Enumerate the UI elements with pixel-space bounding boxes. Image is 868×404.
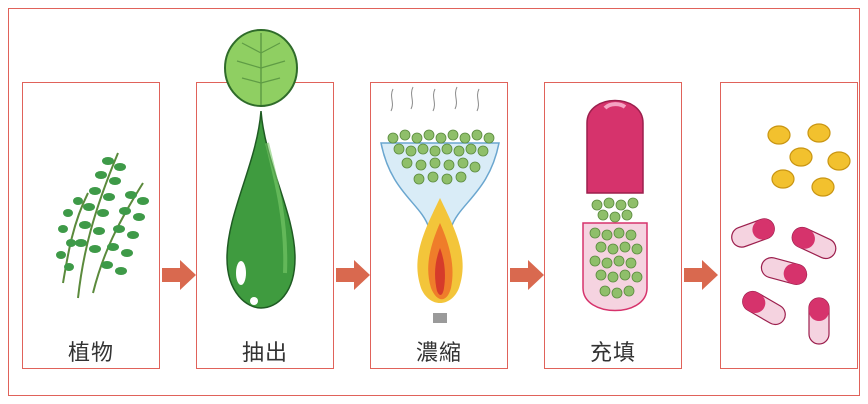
arrow-right-icon <box>510 260 544 290</box>
step-product <box>720 82 858 369</box>
arrow-right-icon <box>684 260 718 290</box>
step-extract: 抽出 <box>196 29 334 369</box>
leaf-drop-icon <box>224 29 298 309</box>
pills-capsules-icon <box>731 123 851 345</box>
plant-leaves-icon <box>56 152 149 299</box>
diagram-frame <box>8 8 860 396</box>
step-fill: 充填 <box>544 82 682 369</box>
arrow-right-icon <box>336 260 370 290</box>
step-concentrate: 濃縮 <box>370 82 508 369</box>
step-label: 充填 <box>589 341 636 366</box>
capsule-filling-icon <box>582 99 648 312</box>
step-plant: 植物 <box>22 82 160 369</box>
step-label: 抽出 <box>241 341 288 366</box>
step-label: 濃縮 <box>415 341 462 366</box>
flask-flame-icon <box>380 86 500 323</box>
arrow-right-icon <box>162 260 196 290</box>
step-label: 植物 <box>67 341 114 366</box>
